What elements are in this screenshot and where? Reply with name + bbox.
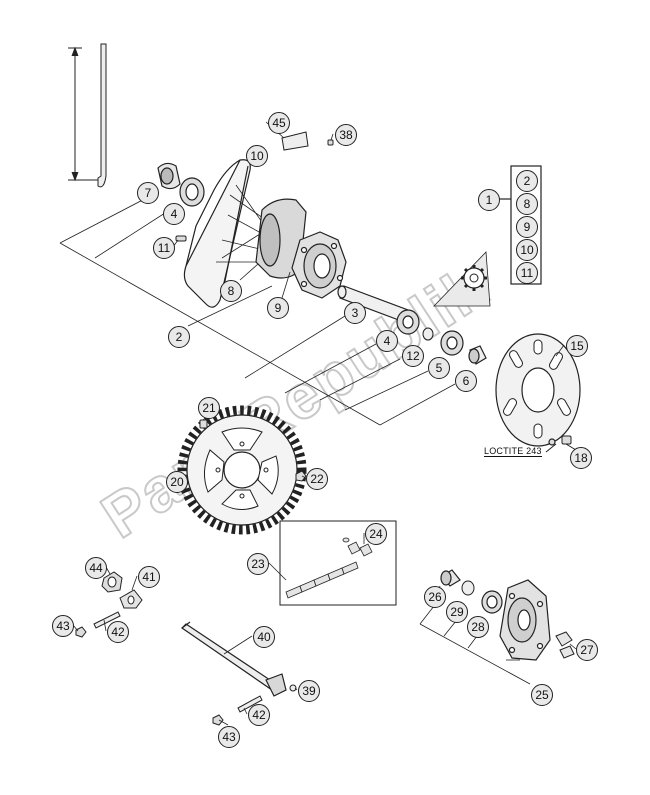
wheel-rim [183,159,251,308]
leader-lines-top [59,191,456,426]
spoke [97,43,107,188]
part-callout-24[interactable]: 24 [365,523,387,545]
nut-43-right [212,714,224,726]
part-callout-18[interactable]: 18 [570,447,592,469]
kit-callout-8[interactable]: 8 [516,193,538,215]
part-callout-2[interactable]: 2 [168,326,190,348]
loctite-note: LOCTITE 243 [484,446,542,457]
part-callout-38[interactable]: 38 [335,124,357,146]
nipple-38 [327,139,334,146]
part-callout-42[interactable]: 42 [248,704,270,726]
sprocket-nut-22 [295,470,307,482]
rear-sprocket [177,405,307,535]
part-callout-12[interactable]: 12 [402,345,424,367]
bearing-4-left [179,177,205,207]
adjuster-nut-44 [101,571,123,593]
cush-hub-25 [499,579,551,661]
part-callout-43[interactable]: 43 [218,726,240,748]
part-callout-44[interactable]: 44 [85,557,107,579]
part-callout-9[interactable]: 9 [267,297,289,319]
part-callout-15[interactable]: 15 [566,335,588,357]
part-callout-40[interactable]: 40 [253,626,275,648]
part-callout-5[interactable]: 5 [428,357,450,379]
part-callout-43[interactable]: 43 [52,615,74,637]
seal-5 [440,330,464,356]
part-callout-23[interactable]: 23 [247,553,269,575]
spacer-7 [157,162,181,190]
spoke-gauge [68,46,100,182]
part-callout-25[interactable]: 25 [531,684,553,706]
sprocket-carrier [291,231,347,299]
loctite-pointer [545,443,557,453]
kit-callout-2[interactable]: 2 [516,170,538,192]
part-callout-29[interactable]: 29 [446,601,468,623]
circlip-12 [422,327,434,341]
clip-45 [281,131,309,151]
part-callout-4[interactable]: 4 [163,203,185,225]
spacer-29 [461,580,475,596]
part-callout-21[interactable]: 21 [198,397,220,419]
brake-disc [495,333,581,447]
kit-callout-10[interactable]: 10 [516,239,538,261]
part-callout-39[interactable]: 39 [298,680,320,702]
part-callout-7[interactable]: 7 [137,182,159,204]
part-callout-3[interactable]: 3 [344,302,366,324]
part-callout-26[interactable]: 26 [424,586,446,608]
kit-callout-9[interactable]: 9 [516,216,538,238]
spacer-6 [468,345,487,365]
sprocket-bolt-21 [199,419,208,429]
part-callout-11[interactable]: 11 [153,237,175,259]
bearing-28 [481,590,503,614]
part-callout-22[interactable]: 22 [306,468,328,490]
kit-callout-11[interactable]: 11 [516,262,538,284]
axle-40 [181,621,287,697]
bearing-4-right [396,309,420,335]
part-callout-45[interactable]: 45 [268,112,290,134]
nut-43-left [75,626,87,638]
part-callout-8[interactable]: 8 [220,280,242,302]
adjuster-block-41 [119,589,143,609]
part-callout-1[interactable]: 1 [478,189,500,211]
part-callout-10[interactable]: 10 [246,145,268,167]
part-callout-6[interactable]: 6 [455,370,477,392]
part-callout-20[interactable]: 20 [166,471,188,493]
collar-26 [440,569,461,587]
adjuster-screw-42-left [93,611,121,629]
part-callout-28[interactable]: 28 [467,616,489,638]
part-callout-4[interactable]: 4 [376,330,398,352]
part-callout-41[interactable]: 41 [138,566,160,588]
leader-lines-bottom [419,585,531,685]
damper-27 [555,631,575,659]
gear-icon [433,251,491,307]
washer-39 [289,684,297,692]
part-callout-42[interactable]: 42 [107,621,129,643]
part-callout-27[interactable]: 27 [576,639,598,661]
bolt-11 [175,235,187,242]
